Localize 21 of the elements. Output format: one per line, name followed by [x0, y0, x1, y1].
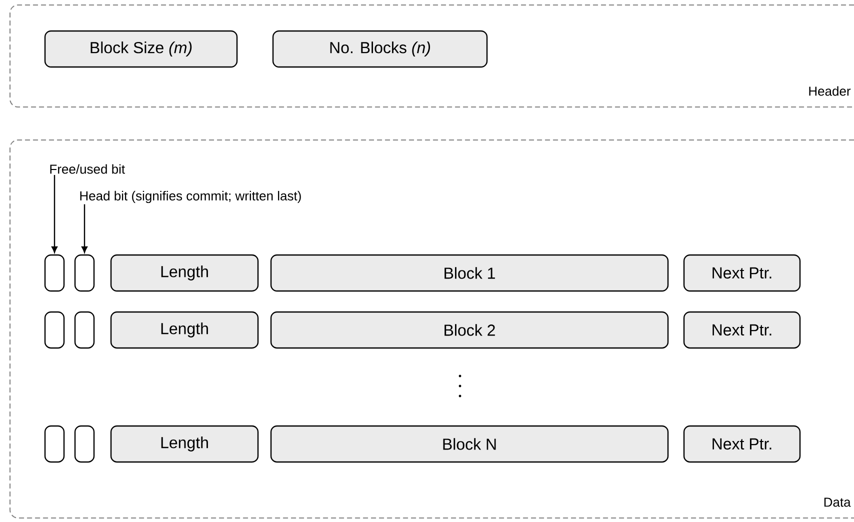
arrow [82, 204, 88, 253]
bit-box [44, 311, 65, 349]
field-box: Block 1 [270, 254, 669, 292]
field-box: Next Ptr. [683, 254, 801, 292]
annotation-text: Head bit (signifies commit; written last) [80, 190, 301, 204]
arrow [52, 174, 58, 253]
field-box: No. Blocks (n) [272, 30, 488, 68]
bit-box [74, 311, 95, 349]
bit-box [44, 425, 65, 463]
annotation-text: Free/used bit [50, 164, 125, 174]
field-box: Length [110, 254, 259, 292]
field-box: Length [110, 425, 259, 463]
field-box: Length [110, 311, 259, 349]
field-box: Block Size (m) [44, 30, 238, 68]
field-box: Block N [270, 425, 669, 463]
field-box: Next Ptr. [683, 311, 801, 349]
field-box: Block 2 [270, 311, 669, 349]
bit-box [74, 254, 95, 292]
bit-box [74, 425, 95, 463]
field-box: Next Ptr. [683, 425, 801, 463]
bit-box [44, 254, 65, 292]
